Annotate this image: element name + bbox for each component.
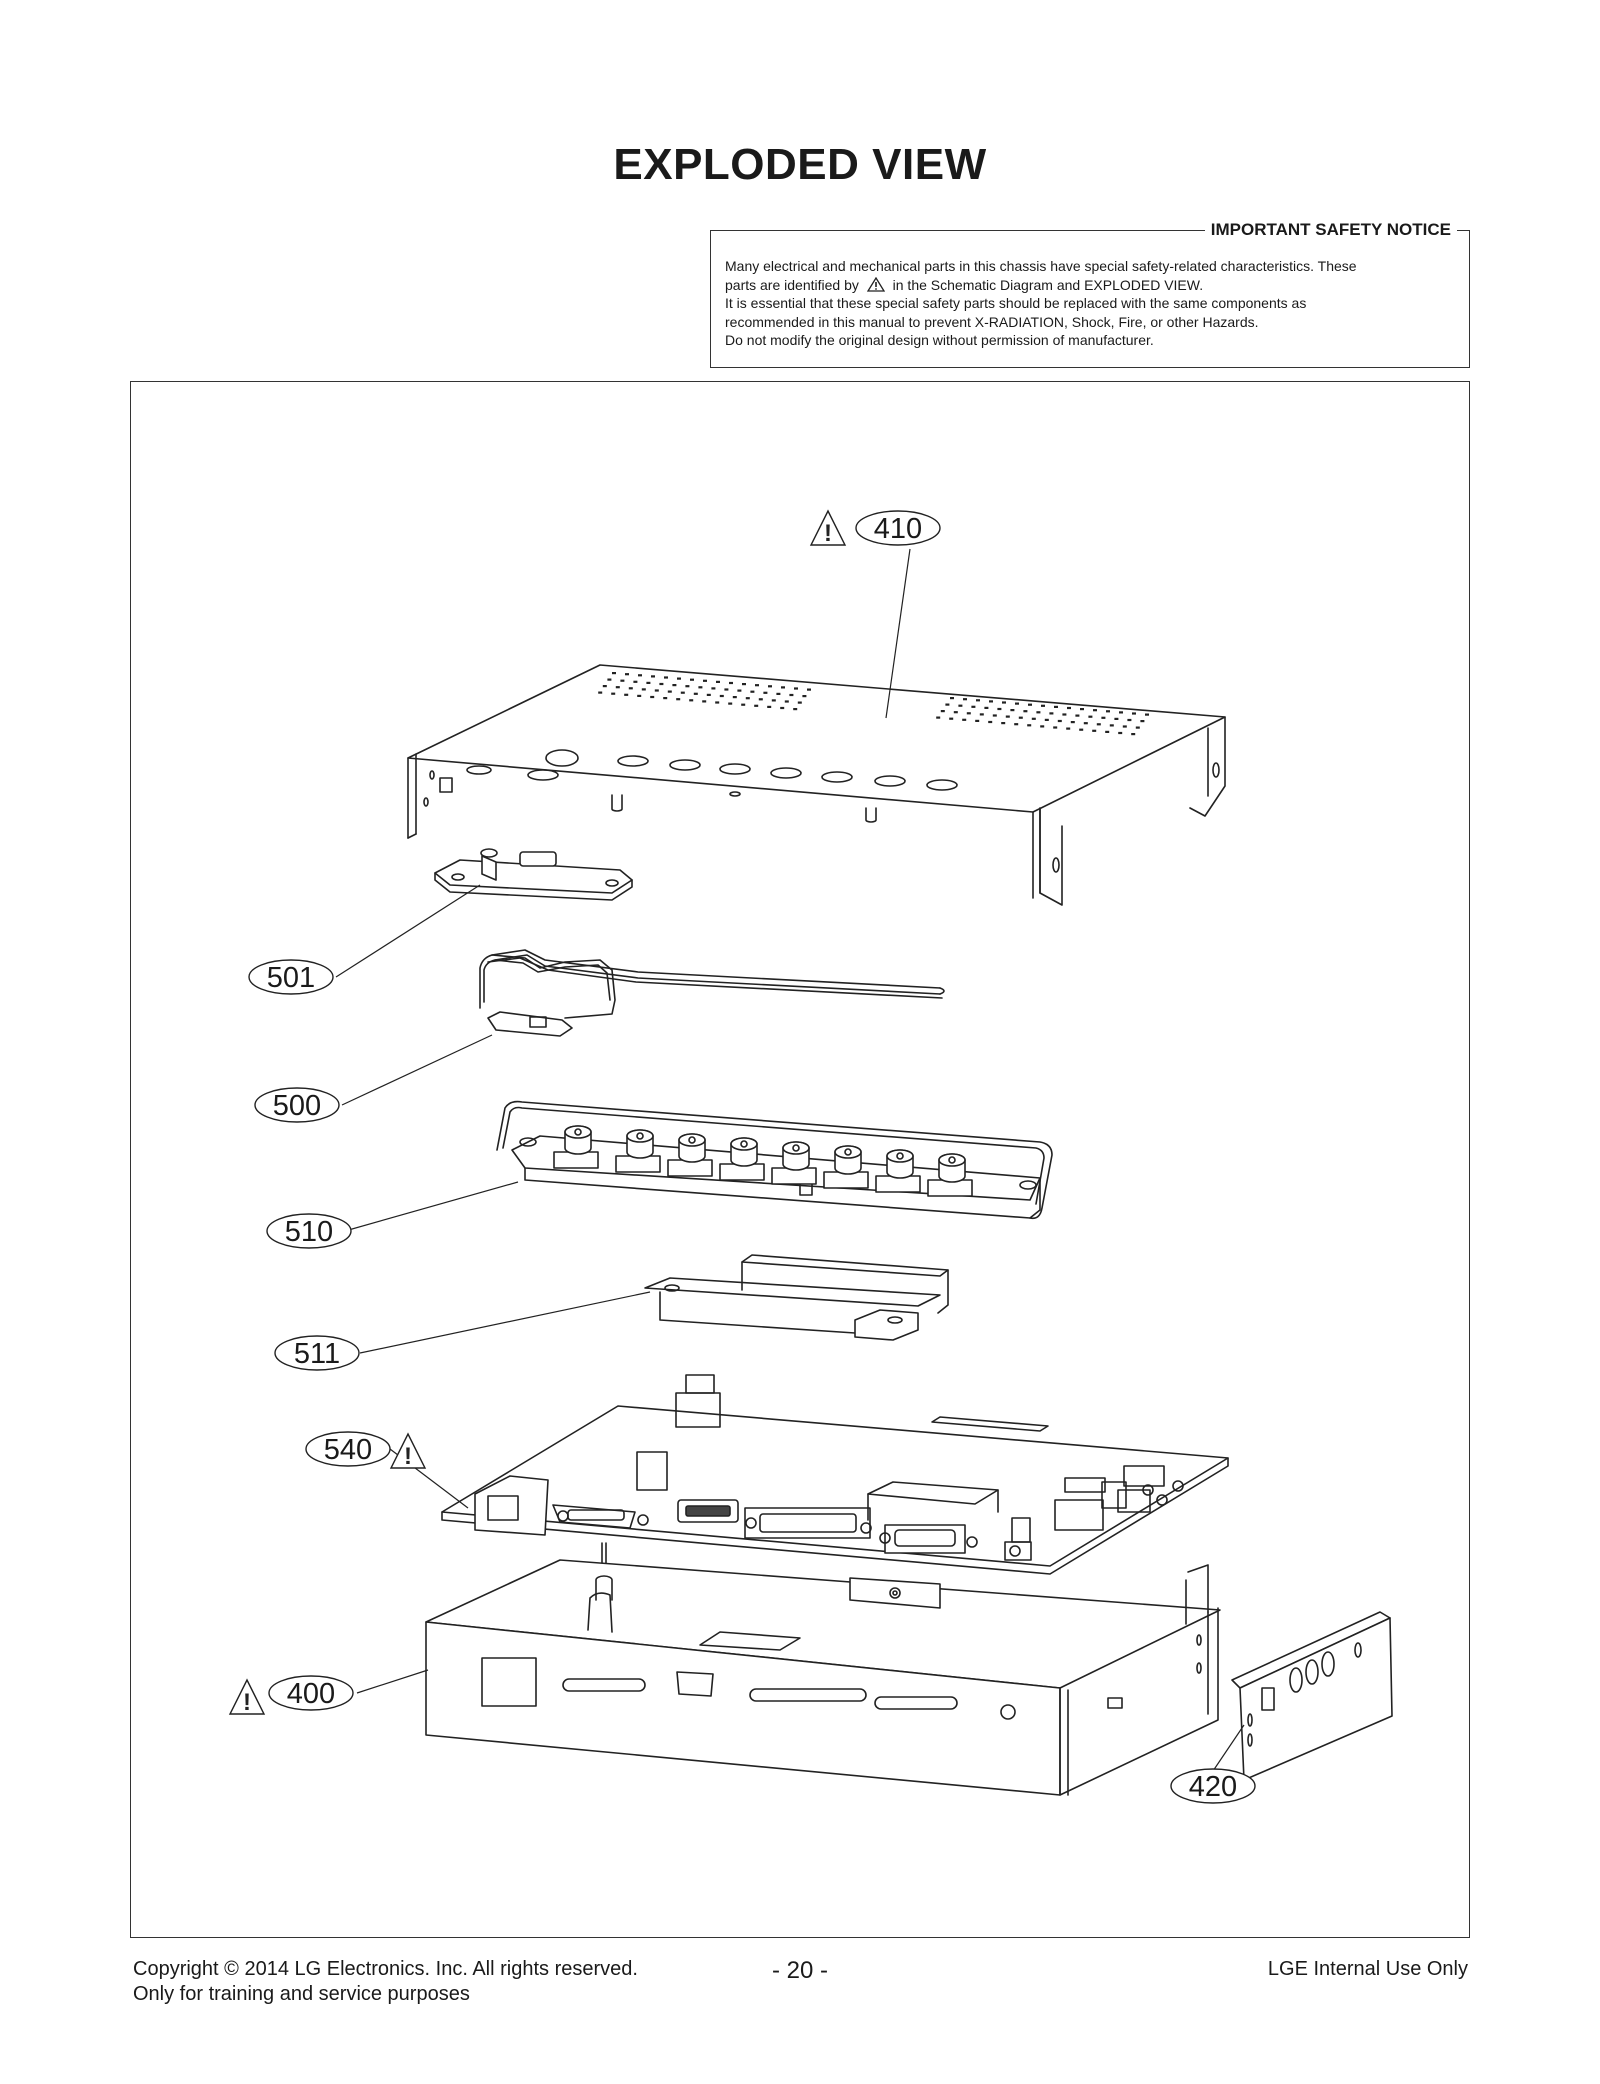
callout-label: 501: [267, 962, 315, 994]
svg-text:!: !: [404, 1443, 412, 1470]
notice-line-2-start: parts are identified by: [725, 276, 859, 293]
copyright-line-2: Only for training and service purposes: [133, 1983, 470, 2005]
notice-line-4: recommended in this manual to prevent X-…: [725, 313, 1259, 330]
key-board-part-510: [496, 1100, 1053, 1220]
footer-copyright: Copyright © 2014 LG Electronics. Inc. Al…: [133, 1957, 638, 2007]
page-title: EXPLODED VIEW: [613, 140, 987, 189]
callout-500: 500: [254, 1087, 340, 1123]
leader-lines: [335, 548, 1245, 1772]
key-knob: [615, 1129, 661, 1173]
key-knob: [719, 1137, 765, 1181]
key-knob: [771, 1141, 817, 1185]
key-knob: [927, 1153, 973, 1197]
callout-501: 501: [248, 959, 334, 995]
safety-notice-heading: IMPORTANT SAFETY NOTICE: [1204, 220, 1457, 240]
callout-label: 511: [294, 1338, 340, 1370]
main-board-part-540: [441, 1374, 1229, 1581]
callout-label: 510: [285, 1216, 333, 1248]
warning-triangle-icon: [866, 276, 885, 292]
diagram-frame: [130, 381, 1470, 1938]
warning-triangle-icon: !: [228, 1678, 266, 1716]
callout-510: 510: [266, 1213, 352, 1249]
callout-label: 420: [1189, 1771, 1237, 1803]
callout-label: 410: [874, 513, 922, 545]
key-knob: [553, 1125, 599, 1169]
callout-400: 400!: [228, 1675, 354, 1716]
notice-line-5: Do not modify the original design withou…: [725, 332, 1154, 348]
footer-internal-use: LGE Internal Use Only: [1267, 1958, 1468, 1980]
callout-511: 511: [274, 1335, 360, 1371]
safety-notice-body: Many electrical and mechanical parts in …: [725, 257, 1455, 350]
key-knob: [667, 1133, 713, 1177]
callout-410: 410!: [809, 509, 941, 547]
notice-line-1: Many electrical and mechanical parts in …: [725, 258, 1357, 274]
top-cover-part: [407, 664, 1226, 906]
ribbon-cable-part-500: [479, 949, 945, 1037]
callout-label: 400: [287, 1678, 335, 1710]
svg-text:!: !: [824, 520, 832, 547]
svg-text:!: !: [243, 1689, 251, 1716]
notice-line-2-end: in the Schematic Diagram and EXPLODED VI…: [892, 276, 1204, 293]
bracket-part-511: [644, 1254, 949, 1341]
bracket-part-501: [434, 848, 633, 901]
bottom-chassis-part-400: [425, 1559, 1221, 1796]
copyright-line-1: Copyright © 2014 LG Electronics. Inc. Al…: [133, 1958, 638, 1980]
safety-notice-box: IMPORTANT SAFETY NOTICE Many electrical …: [710, 220, 1470, 368]
callout-420: 420: [1170, 1768, 1256, 1804]
notice-line-2: parts are identified by in the Schematic…: [725, 276, 1455, 295]
notice-line-3: It is essential that these special safet…: [725, 295, 1307, 311]
warning-triangle-icon: !: [389, 1432, 427, 1470]
callout-label: 540: [324, 1434, 372, 1466]
callout-540: 540!: [305, 1431, 427, 1470]
key-knob: [875, 1149, 921, 1193]
key-knob: [823, 1145, 869, 1189]
page-number: - 20 -: [771, 1957, 828, 1984]
warning-triangle-icon: !: [809, 509, 847, 547]
side-plate-part-420: [1231, 1611, 1393, 1781]
callout-label: 500: [273, 1090, 321, 1122]
top-cover-vent-holes: [598, 672, 1149, 736]
